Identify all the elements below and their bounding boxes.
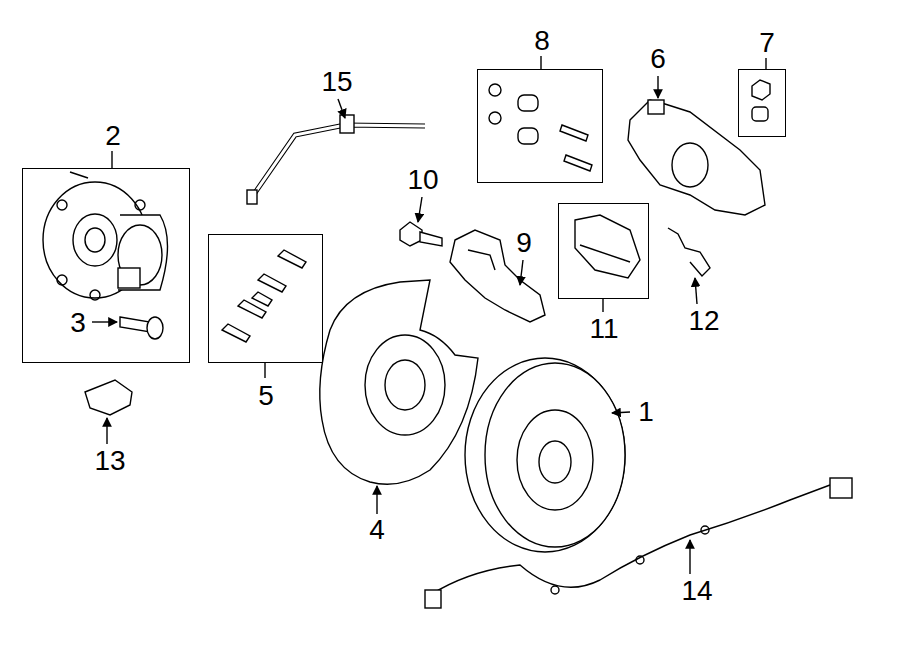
leader-lines [92, 56, 766, 574]
sensor-harness [425, 478, 852, 608]
wheel-stud [120, 317, 163, 339]
callout-number: 2 [104, 122, 122, 150]
caliper-bracket [450, 230, 545, 322]
brake-rotor [465, 358, 625, 552]
callout-number: 1 [637, 398, 655, 426]
part-group-box: 7 [738, 69, 786, 137]
brake-hose [247, 115, 425, 204]
bolts [222, 250, 306, 342]
part-group-box: 23 [22, 168, 190, 363]
callout-number: 12 [687, 307, 720, 335]
abs-sensor [85, 380, 132, 415]
callout-number: 4 [368, 516, 386, 544]
part-group-box: 5 [208, 234, 323, 363]
callout-number: 7 [758, 29, 776, 57]
brake-pads [575, 215, 640, 278]
nut-and-cap [752, 80, 770, 121]
callout-number: 13 [93, 447, 126, 475]
callout-number: 10 [406, 166, 439, 194]
dust-shield [320, 280, 478, 484]
callout-number: 15 [320, 68, 353, 96]
part-group-box: 11 [558, 203, 649, 299]
callout-number: 6 [649, 45, 667, 73]
callout-number: 11 [588, 315, 619, 343]
brake-caliper [628, 100, 765, 215]
callout-number: 14 [680, 577, 713, 605]
part-group-box: 8 [477, 69, 603, 183]
slide-pin-kit [489, 84, 592, 171]
callout-number: 9 [515, 229, 533, 257]
bracket-bolt [400, 222, 442, 246]
callout-number: 3 [69, 309, 87, 337]
callout-number: 5 [257, 382, 275, 410]
hub-bearing [43, 172, 168, 300]
anti-rattle-clip [668, 228, 710, 276]
callout-number: 8 [533, 27, 551, 55]
